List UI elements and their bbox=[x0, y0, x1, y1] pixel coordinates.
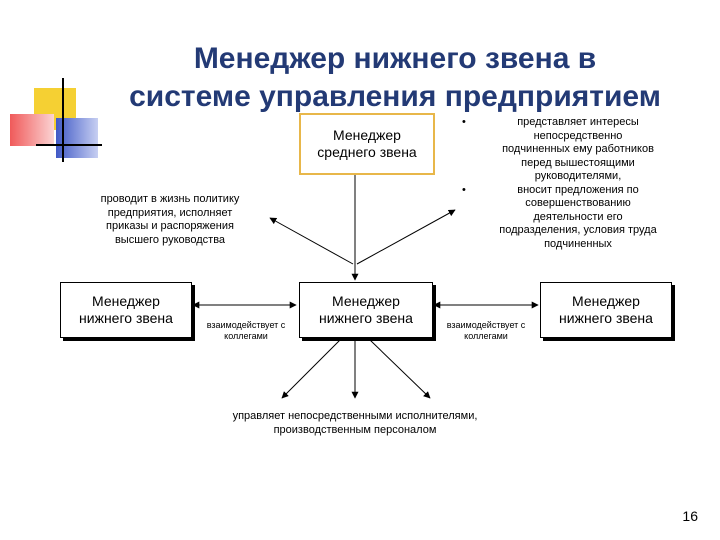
decor-vertical-line bbox=[62, 78, 64, 162]
lower-manager-right-box: Менеджер нижнего звена bbox=[540, 282, 672, 338]
link-executors-right bbox=[369, 339, 431, 399]
peer-note-left: взаимодействует с коллегами bbox=[206, 320, 286, 341]
page-number: 16 bbox=[682, 508, 698, 524]
middle-manager-label-2: среднего звена bbox=[317, 144, 417, 160]
lower-manager-center-box: Менеджер нижнего звена bbox=[299, 282, 433, 338]
bullet-makes-proposals: вносит предложения по совершенствованию … bbox=[460, 184, 680, 252]
decor-horizontal-line bbox=[36, 144, 102, 146]
peer-note-right: взаимодействует с коллегами bbox=[446, 320, 526, 341]
representation-bullets: представляет интересы непосредственно по… bbox=[460, 116, 680, 251]
decor-red-square bbox=[10, 114, 54, 146]
title-line-1: Менеджер нижнего звена в bbox=[193, 42, 597, 75]
link-executors-left bbox=[281, 339, 341, 399]
middle-manager-box: Менеджер среднего звена bbox=[299, 113, 435, 175]
lower-manager-left-box: Менеджер нижнего звена bbox=[60, 282, 192, 338]
title-line-2: системе управления предприятием bbox=[129, 80, 661, 113]
link-center-bullets bbox=[356, 209, 456, 265]
link-center-policy bbox=[269, 217, 354, 265]
middle-manager-label-1: Менеджер bbox=[333, 127, 401, 143]
executors-note: управляет непосредственными исполнителям… bbox=[232, 410, 478, 436]
bullet-represents-interests: представляет интересы непосредственно по… bbox=[460, 116, 680, 184]
slide-title: Менеджер нижнего звена в системе управле… bbox=[90, 40, 700, 116]
policy-note: проводит в жизнь политику предприятия, и… bbox=[100, 193, 240, 246]
